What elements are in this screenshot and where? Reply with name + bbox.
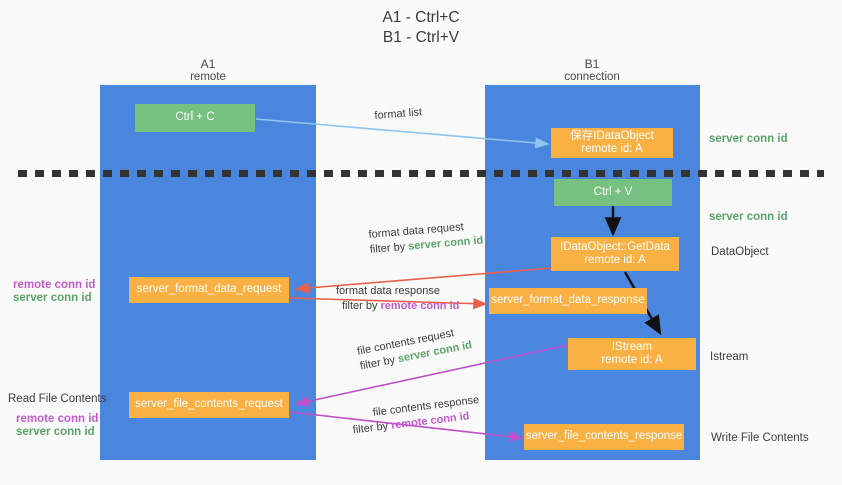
box-server-format-data-request[interactable]: server_format_data_request bbox=[129, 277, 289, 303]
box-ctrl-c[interactable]: Ctrl + C bbox=[135, 104, 255, 132]
box-ctrl-v[interactable]: Ctrl + V bbox=[554, 179, 672, 206]
right-label-write-file-contents: Write File Contents bbox=[711, 432, 809, 444]
arrow-file-contents-request bbox=[294, 344, 569, 407]
filter-prefix: filter by bbox=[342, 300, 381, 312]
column-header-a1: A1 remote bbox=[128, 58, 288, 84]
left-label-read-file-contents: Read File Contents bbox=[8, 393, 107, 405]
arrow-format-data-request bbox=[294, 267, 553, 294]
column-header-b1: B1 connection bbox=[512, 58, 672, 84]
filter-key-remote-conn-id: remote conn id bbox=[380, 300, 460, 312]
title-line-1: A1 - Ctrl+C bbox=[382, 9, 460, 26]
box-save-idataobject[interactable]: 保存IDataObject remote id: A bbox=[551, 128, 673, 158]
flow-label-format-data-response: format data response filter by remote co… bbox=[336, 284, 459, 314]
column-a1-name: A1 bbox=[200, 57, 216, 71]
filter-prefix: filter by bbox=[369, 240, 409, 256]
right-label-istream: Istream bbox=[710, 351, 749, 363]
left-label-server-conn-id-2: server conn id bbox=[16, 426, 95, 438]
arrow-format-list bbox=[255, 118, 550, 149]
page-title: A1 - Ctrl+C B1 - Ctrl+V bbox=[0, 8, 842, 48]
box-server-file-contents-request[interactable]: server_file_contents_request bbox=[129, 392, 289, 418]
right-label-server-conn-id-1: server conn id bbox=[709, 133, 788, 145]
arrow-format-data-response bbox=[289, 297, 488, 310]
box-idataobject-getdata[interactable]: IDataObject::GetData remote id: A bbox=[551, 237, 679, 271]
left-label-server-conn-id-1: server conn id bbox=[13, 292, 92, 304]
left-label-remote-conn-id-1: remote conn id bbox=[13, 279, 96, 291]
title-line-2: B1 - Ctrl+V bbox=[382, 29, 460, 46]
box-server-file-contents-response[interactable]: server_file_contents_response bbox=[524, 424, 684, 450]
right-label-server-conn-id-2: server conn id bbox=[709, 211, 788, 223]
filter-prefix: filter by bbox=[352, 419, 392, 437]
flow-format-data-response-text: format data response bbox=[336, 285, 440, 297]
arrow-file-contents-response bbox=[289, 411, 524, 443]
left-label-remote-conn-id-2: remote conn id bbox=[16, 413, 99, 425]
column-a1-sub: remote bbox=[190, 71, 226, 83]
box-server-format-data-response[interactable]: server_format_data_response bbox=[489, 288, 647, 314]
column-b1-sub: connection bbox=[564, 71, 620, 83]
flow-format-data-response-filter: filter by remote conn id bbox=[342, 299, 459, 314]
box-istream[interactable]: IStream remote id: A bbox=[568, 338, 696, 370]
right-label-dataobject: DataObject bbox=[711, 246, 769, 258]
column-b1-name: B1 bbox=[584, 57, 600, 71]
dashed-divider bbox=[18, 170, 824, 177]
